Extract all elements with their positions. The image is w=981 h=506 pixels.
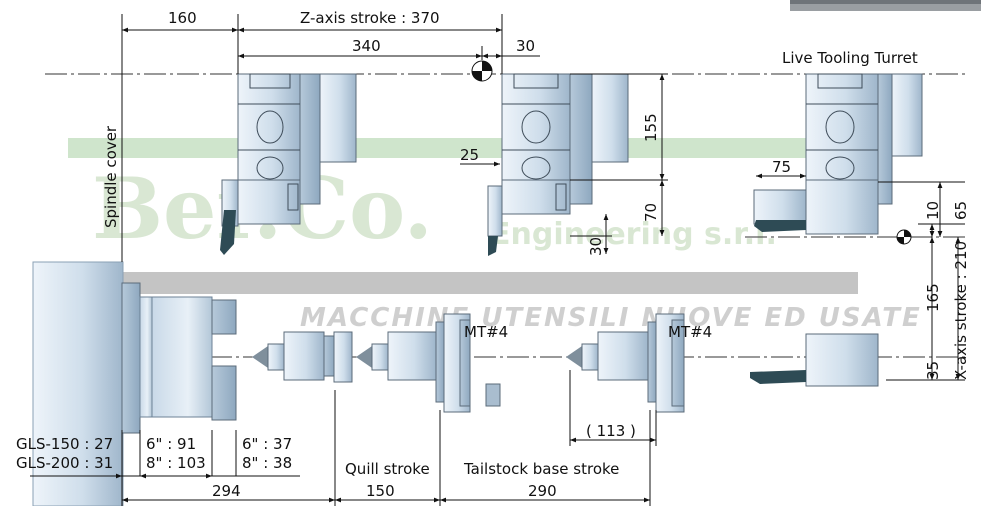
watermark-company-suffix: Engineering s.r.l. bbox=[490, 217, 777, 252]
dim-chuck6-37: 6" : 37 bbox=[242, 435, 292, 453]
watermark-tagline: MACCHINE UTENSILI NUOVE ED USATE bbox=[300, 303, 922, 333]
dimension-lines bbox=[30, 27, 961, 503]
extension-lines bbox=[121, 14, 965, 506]
dim-75: 75 bbox=[772, 158, 791, 176]
dim-340: 340 bbox=[352, 37, 381, 55]
origin-markers bbox=[471, 60, 912, 245]
dim-155: 155 bbox=[642, 113, 660, 142]
dim-30-top: 30 bbox=[516, 37, 535, 55]
dim-65: 65 bbox=[952, 201, 970, 220]
dim-294: 294 bbox=[212, 482, 241, 500]
dimension-labels: 160 Z-axis stroke : 370 340 30 25 75 ( 1… bbox=[16, 9, 970, 500]
headstock bbox=[32, 261, 237, 506]
dim-70: 70 bbox=[642, 203, 660, 222]
dim-160: 160 bbox=[168, 9, 197, 27]
dim-35: 35 bbox=[924, 361, 942, 380]
dim-z-axis-stroke: Z-axis stroke : 370 bbox=[300, 9, 440, 27]
tailstock-assemblies bbox=[252, 313, 685, 413]
watermark-gray-band bbox=[68, 272, 858, 294]
turret-live-tooling bbox=[750, 73, 923, 387]
dim-165: 165 bbox=[924, 283, 942, 312]
dim-gls200: GLS-200 : 31 bbox=[16, 454, 113, 472]
turret-position-1 bbox=[220, 73, 357, 255]
dim-25: 25 bbox=[460, 146, 479, 164]
dim-x-axis-stroke: X-axis stroke : 210 bbox=[952, 241, 970, 380]
photo-corner bbox=[790, 0, 981, 11]
dim-150: 150 bbox=[366, 482, 395, 500]
dim-gls150: GLS-150 : 27 bbox=[16, 435, 113, 453]
dim-chuck6-91: 6" : 91 bbox=[146, 435, 196, 453]
dim-chuck8-103: 8" : 103 bbox=[146, 454, 206, 472]
dim-10: 10 bbox=[924, 201, 942, 220]
dim-290: 290 bbox=[528, 482, 557, 500]
tailstock-base-stroke-label: Tailstock base stroke bbox=[463, 460, 619, 478]
dim-chuck8-38: 8" : 38 bbox=[242, 454, 292, 472]
quill-stroke-label: Quill stroke bbox=[345, 460, 430, 478]
spindle-cover-label: Spindle cover bbox=[102, 125, 120, 228]
mt4-label-right: MT#4 bbox=[668, 323, 712, 341]
turret-position-2 bbox=[487, 73, 629, 256]
live-tooling-turret-label: Live Tooling Turret bbox=[782, 49, 918, 67]
dim-30-mid: 30 bbox=[587, 237, 605, 256]
dim-113: ( 113 ) bbox=[586, 422, 636, 440]
mt4-label-left: MT#4 bbox=[464, 323, 508, 341]
